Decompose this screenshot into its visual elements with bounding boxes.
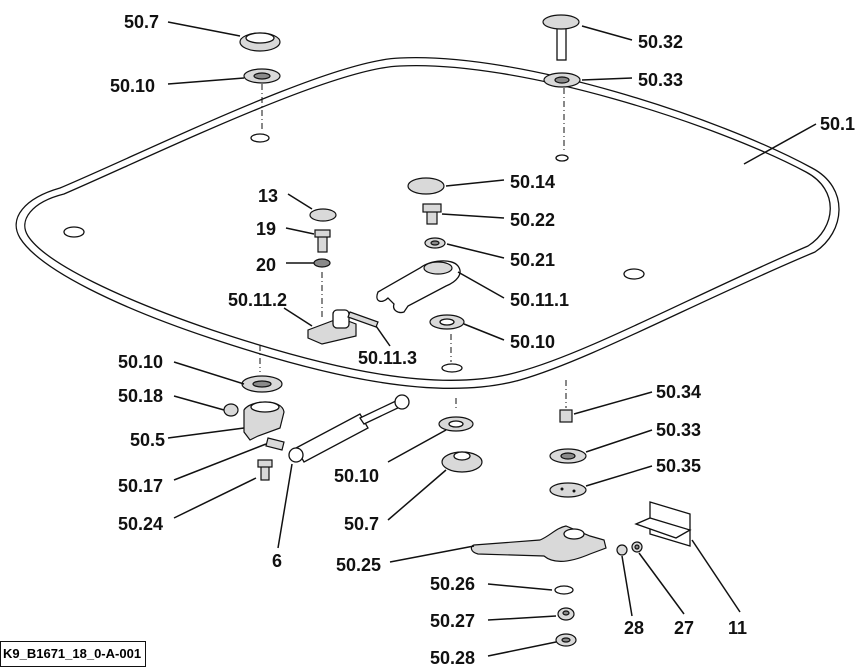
label-50-26: 50.26 (430, 574, 475, 594)
bolt-50-17 (265, 437, 285, 451)
label-50-34: 50.34 (656, 382, 701, 402)
label-50-35: 50.35 (656, 456, 701, 476)
label-20: 20 (256, 255, 276, 275)
bracket-50-11-1 (376, 260, 461, 314)
washer-50-10-mid (429, 314, 465, 330)
label-50-7-top: 50.7 (124, 12, 159, 32)
bolt-19 (314, 229, 331, 253)
washer-50-10-top (243, 68, 281, 84)
washer-50-21 (424, 237, 446, 249)
label-50-11-2: 50.11.2 (228, 290, 287, 310)
label-50-7-bot: 50.7 (344, 514, 379, 534)
label-28: 28 (624, 618, 644, 638)
label-50-10-mid: 50.10 (510, 332, 555, 352)
screw-28 (616, 544, 628, 556)
label-50-28: 50.28 (430, 648, 475, 668)
washer-50-28 (555, 633, 577, 647)
label-50-14: 50.14 (510, 172, 555, 192)
nut-50-18 (223, 403, 239, 417)
disc-50-35 (549, 482, 587, 498)
leader-lines (167, 21, 817, 657)
label-50-33-bot: 50.33 (656, 420, 701, 440)
washer-50-26 (554, 585, 574, 595)
label-50-21: 50.21 (510, 250, 555, 270)
label-50-10-top: 50.10 (110, 76, 155, 96)
label-50-25: 50.25 (336, 555, 381, 575)
bracket-50-11-2 (307, 309, 357, 345)
label-6: 6 (272, 551, 282, 571)
washer-20 (313, 258, 331, 268)
label-50-11-3: 50.11.3 (358, 348, 417, 368)
label-50-18: 50.18 (118, 386, 163, 406)
washer-50-33-top (543, 72, 581, 88)
handle-50-25 (470, 525, 607, 562)
label-50-10-left: 50.10 (118, 352, 163, 372)
washer-50-10-left (241, 375, 283, 393)
panel-hole-left (63, 226, 85, 238)
cap-50-7-bot (441, 451, 483, 473)
washer-50-10-bot (438, 416, 474, 432)
bracket-11 (634, 501, 692, 547)
nut-50-27 (557, 607, 575, 621)
label-50-33-top: 50.33 (638, 70, 683, 90)
label-11: 11 (728, 618, 747, 638)
drawing-reference: K9_B1671_18_0-A-001 (0, 641, 147, 667)
part-labels: 50.7 50.10 50.32 50.33 50.1 50.14 13 50.… (110, 12, 855, 668)
bracket-50-5 (243, 401, 285, 441)
panel-hole-right (623, 268, 645, 280)
cap-13 (309, 208, 337, 222)
label-50-27: 50.27 (430, 611, 475, 631)
label-19: 19 (256, 219, 276, 239)
label-27: 27 (674, 618, 694, 638)
label-50-10-bot: 50.10 (334, 466, 379, 486)
pin-50-32 (542, 14, 580, 61)
washer-27 (631, 541, 643, 553)
washer-50-33-bot (549, 448, 587, 464)
label-50-1: 50.1 (820, 114, 855, 134)
label-50-11-1: 50.11.1 (510, 290, 569, 310)
label-50-32: 50.32 (638, 32, 683, 52)
cap-50-7-top (239, 32, 281, 52)
label-13: 13 (258, 186, 278, 206)
screw-50-24 (257, 459, 273, 481)
label-50-22: 50.22 (510, 210, 555, 230)
gas-strut-6 (288, 394, 410, 463)
spacer-50-34 (559, 409, 573, 423)
label-50-5: 50.5 (130, 430, 165, 450)
label-50-24: 50.24 (118, 514, 163, 534)
assembly-centerlines (259, 84, 567, 410)
label-50-17: 50.17 (118, 476, 163, 496)
bolt-50-22 (422, 203, 442, 225)
cap-50-14 (407, 177, 445, 195)
